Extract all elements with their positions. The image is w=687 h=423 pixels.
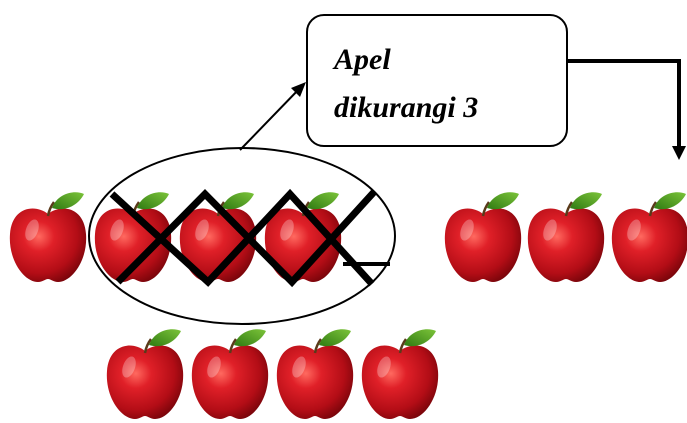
apple-shine bbox=[292, 356, 306, 378]
apple-body bbox=[276, 345, 354, 419]
apple-shine bbox=[627, 219, 641, 241]
arrow-to-label bbox=[239, 86, 302, 151]
apple-shine bbox=[122, 356, 136, 378]
apple-body bbox=[9, 208, 87, 282]
apple-shine bbox=[195, 219, 209, 241]
apple-stem bbox=[228, 338, 238, 354]
apple-bottom-3 bbox=[276, 329, 354, 419]
apple-leaf bbox=[307, 192, 339, 210]
apple-stem bbox=[143, 338, 153, 354]
apple-top-1 bbox=[9, 192, 87, 282]
apple-body bbox=[106, 345, 184, 419]
apple-bottom-2 bbox=[191, 329, 269, 419]
apple-leaf bbox=[137, 192, 169, 210]
apple-leaf bbox=[319, 329, 351, 347]
apple-shine bbox=[460, 219, 474, 241]
apple-leaf bbox=[52, 192, 84, 210]
apple-result-1 bbox=[444, 192, 522, 282]
apple-body bbox=[444, 208, 522, 282]
apple-leaf bbox=[234, 329, 266, 347]
apple-shine bbox=[25, 219, 39, 241]
apple-body bbox=[611, 208, 687, 282]
apple-shine bbox=[377, 356, 391, 378]
subtract-label-box: Apel dikurangi 3 bbox=[306, 14, 568, 147]
apple-body bbox=[191, 345, 269, 419]
apple-leaf bbox=[570, 192, 602, 210]
apple-body bbox=[361, 345, 439, 419]
apple-leaf bbox=[404, 329, 436, 347]
apple-result-2 bbox=[527, 192, 605, 282]
apple-stem bbox=[564, 201, 574, 217]
arrow-to-label-head bbox=[291, 82, 306, 97]
apple-stem bbox=[481, 201, 491, 217]
apple-stem bbox=[648, 201, 658, 217]
label-line-dikurangi: dikurangi 3 bbox=[334, 91, 479, 124]
apple-body bbox=[527, 208, 605, 282]
apple-stem bbox=[46, 201, 56, 217]
apple-stem bbox=[398, 338, 408, 354]
apple-shine bbox=[280, 219, 294, 241]
apple-bottom-4 bbox=[361, 329, 439, 419]
apple-stem bbox=[313, 338, 323, 354]
arrow-to-result bbox=[568, 59, 681, 148]
apple-leaf bbox=[487, 192, 519, 210]
label-line-apel: Apel bbox=[334, 43, 391, 76]
apple-result-3 bbox=[611, 192, 687, 282]
apple-bottom-1 bbox=[106, 329, 184, 419]
cross-out-zigzag-2 bbox=[115, 189, 377, 288]
apple-shine bbox=[110, 219, 124, 241]
arrow-to-result-head bbox=[672, 146, 686, 160]
apple-leaf bbox=[654, 192, 686, 210]
apple-shine bbox=[543, 219, 557, 241]
apple-leaf bbox=[149, 329, 181, 347]
apple-leaf bbox=[222, 192, 254, 210]
apple-shine bbox=[207, 356, 221, 378]
